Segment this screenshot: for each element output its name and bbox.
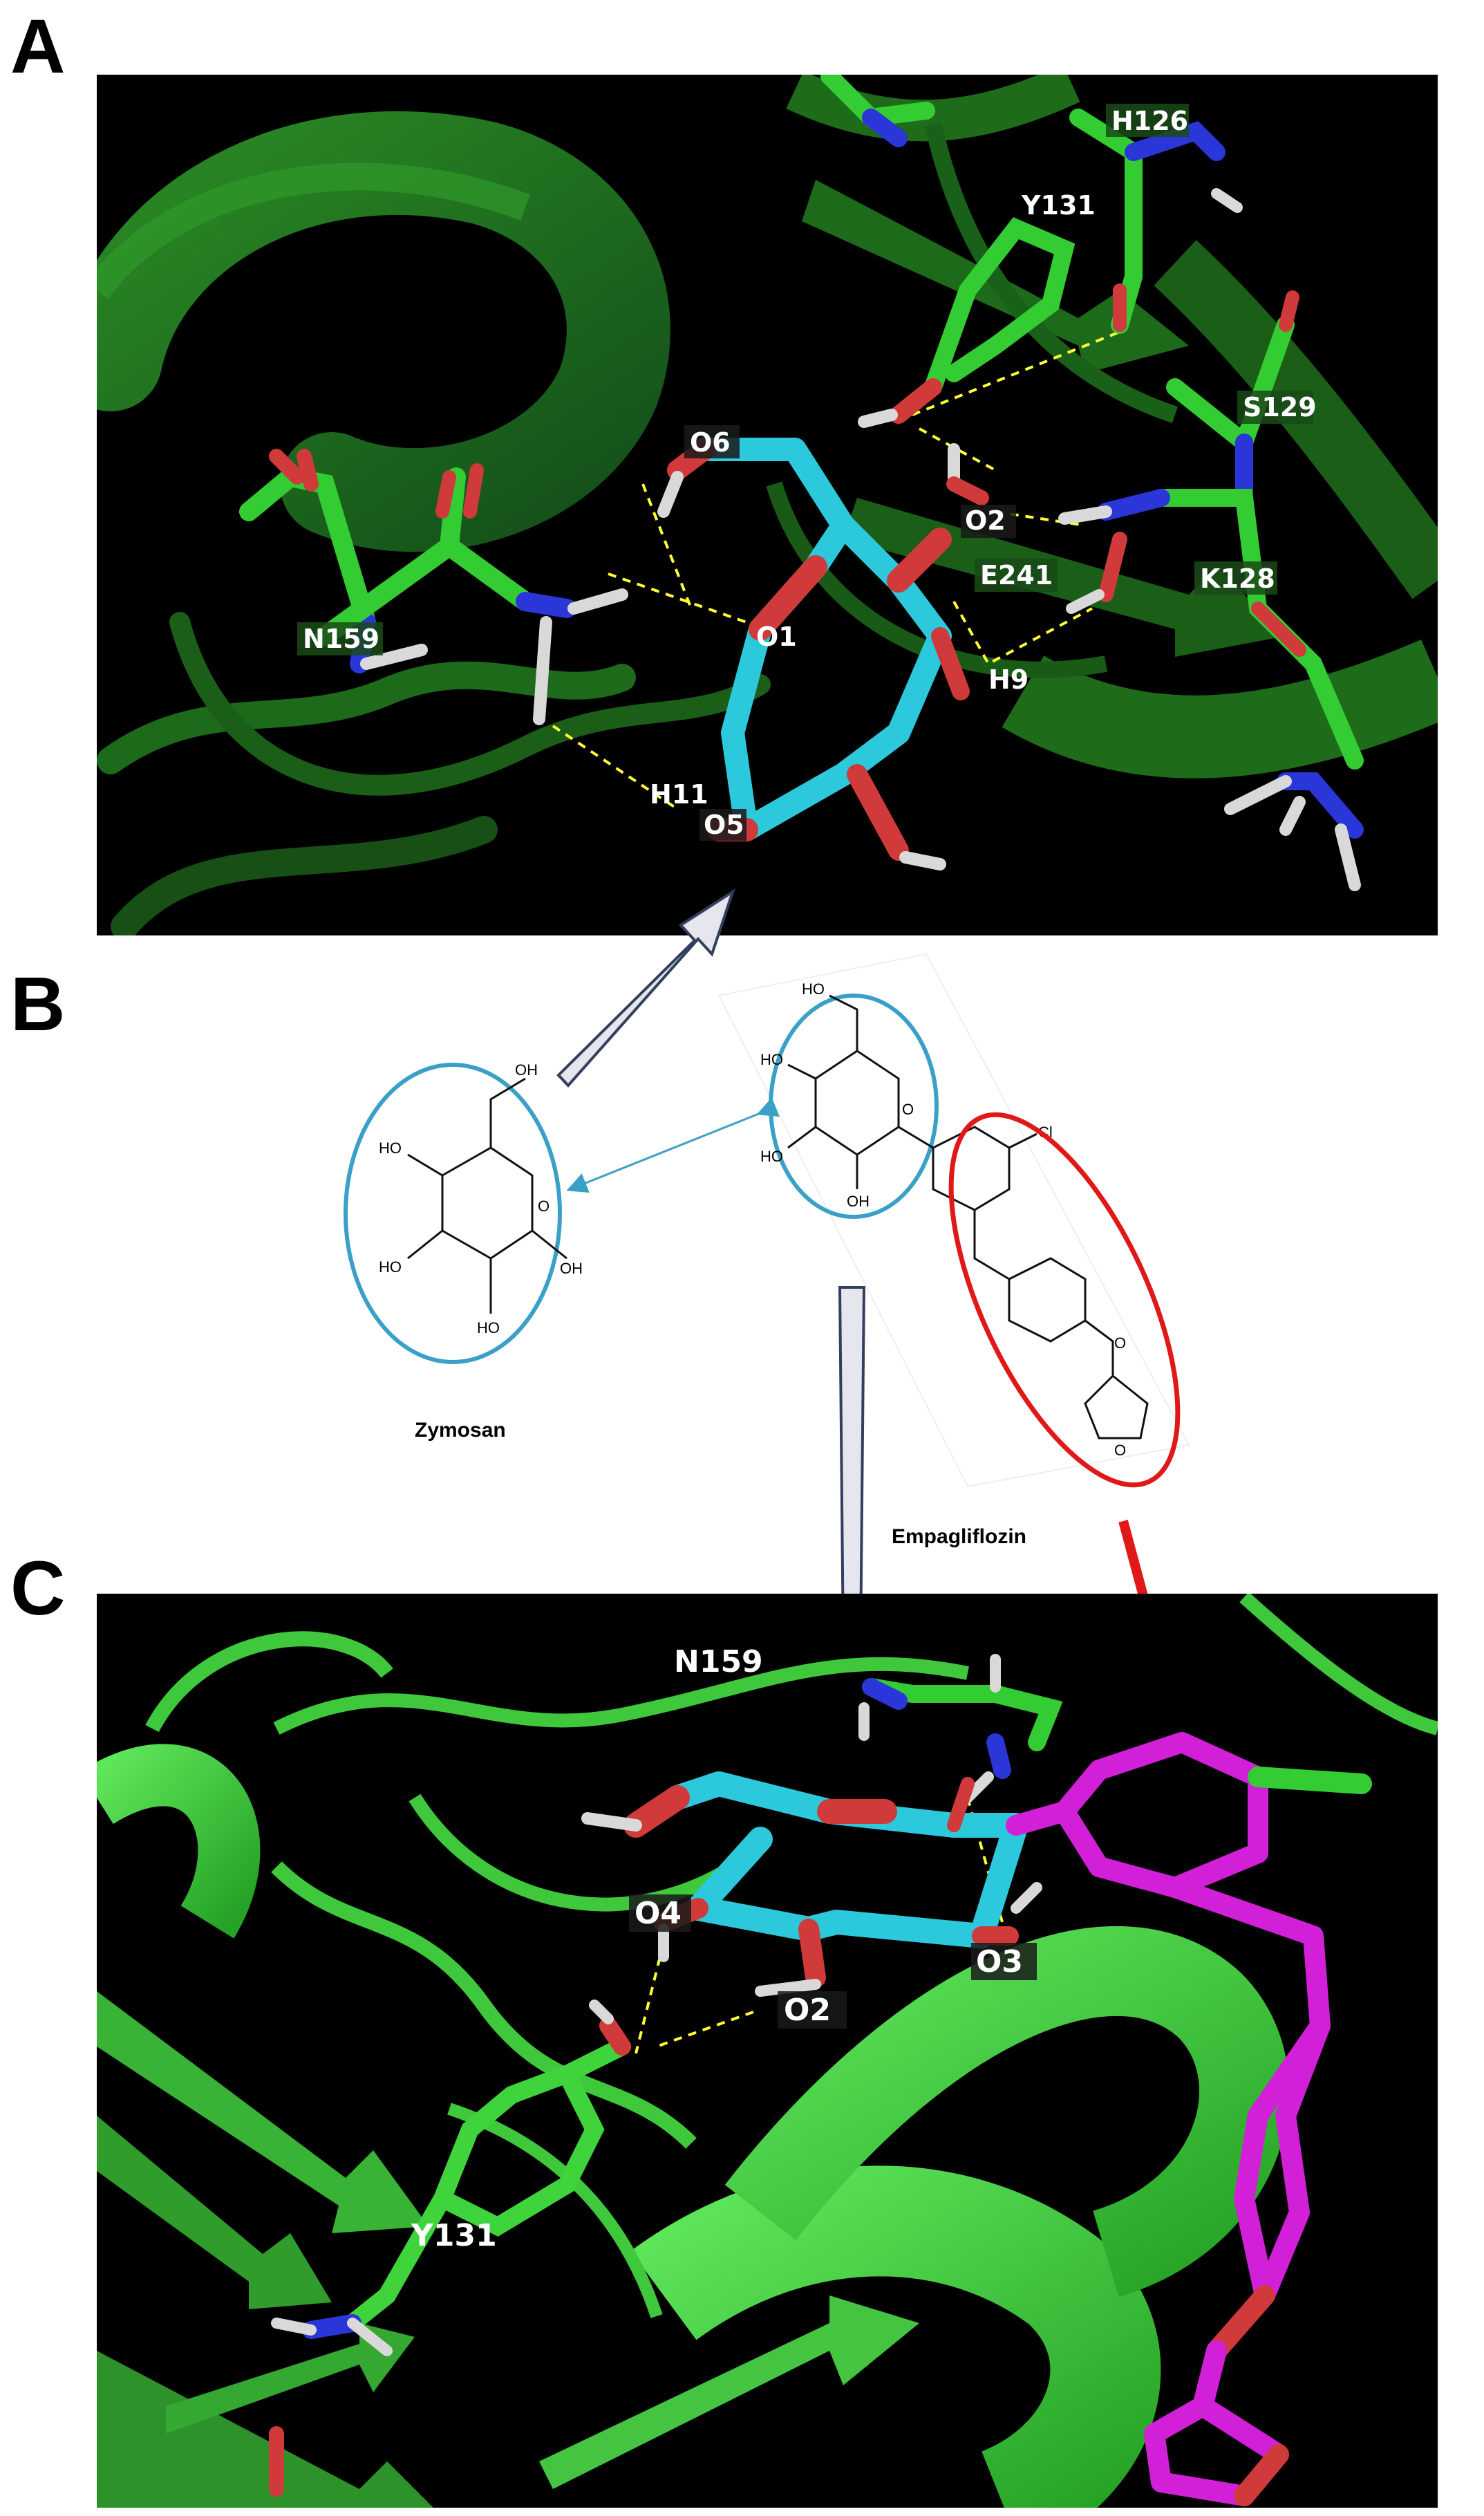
panel-a-protein-cartoon: H126 Y131 O6 S129 O2 E241 K128 N159 O1 H… <box>97 75 1438 935</box>
panel-b-letter: B <box>10 962 65 1047</box>
label-o3: O3 <box>976 1944 1023 1979</box>
panel-a-labels: H126 Y131 O6 S129 O2 E241 K128 N159 O1 H… <box>297 104 1317 841</box>
residue-y131-a <box>858 217 1076 505</box>
zymosan-structure <box>407 1077 567 1314</box>
zymosan-caption: Zymosan <box>415 1419 506 1442</box>
residue-n159-a <box>239 449 628 725</box>
aglycone-red-circle <box>948 1112 1181 1488</box>
empagliflozin-sugar-structure <box>787 994 934 1189</box>
label-o2-a: O2 <box>965 505 1006 536</box>
arrow-zymosan-to-a <box>556 888 735 1088</box>
empa-ho-2: HO <box>760 1051 783 1068</box>
zymosan-oh-4: OH <box>560 1260 583 1277</box>
empagliflozin-aglycone <box>932 1126 1149 1439</box>
label-n159-c: N159 <box>674 1644 763 1679</box>
empa-thf-o: O <box>1114 1442 1126 1459</box>
zymosan-ho-3: HO <box>477 1319 500 1336</box>
zymosan-ring-o: O <box>538 1198 550 1215</box>
zymosan-ho-1: HO <box>379 1139 402 1157</box>
label-o2-c: O2 <box>784 1993 831 2028</box>
label-h11: H11 <box>650 779 708 810</box>
label-s129: S129 <box>1243 392 1317 422</box>
zymosan-circle <box>344 1063 562 1364</box>
label-y131-c: Y131 <box>411 2218 497 2253</box>
panel-c-letter: C <box>10 1546 65 1631</box>
label-n159-a: N159 <box>303 624 379 654</box>
empagliflozin-caption: Empagliflozin <box>892 1525 1026 1548</box>
zymosan-oh-top: OH <box>515 1061 538 1079</box>
label-k128: K128 <box>1200 563 1275 594</box>
zymosan-ho-2: HO <box>379 1258 402 1276</box>
ligand-aglycone-c <box>1006 1732 1372 2506</box>
panel-a-hbonds <box>552 330 1120 810</box>
label-h126: H126 <box>1111 106 1188 136</box>
empa-ring-o: O <box>902 1101 914 1118</box>
label-y131-a: Y131 <box>1021 190 1096 221</box>
empa-ho-3: HO <box>760 1148 783 1165</box>
label-o4: O4 <box>635 1896 682 1931</box>
comparison-arrow <box>566 1097 780 1193</box>
label-o1: O1 <box>756 622 797 652</box>
residue-n159-c <box>858 1654 1063 1832</box>
label-h9: H9 <box>988 664 1029 695</box>
panel-a-letter: A <box>10 4 65 89</box>
panel-a: H126 Y131 O6 S129 O2 E241 K128 N159 O1 H… <box>97 75 1438 935</box>
empagliflozin-frame <box>717 953 1190 1488</box>
empa-oh-4: OH <box>847 1193 870 1210</box>
panel-c: N159 O4 O3 O2 Y131 <box>97 1594 1438 2508</box>
empa-ho-1: HO <box>802 980 825 998</box>
panel-b: OH HO HO HO OH O Zymosan HO HO HO OH O <box>344 888 1190 1694</box>
label-o6: O6 <box>690 427 731 458</box>
empa-ether-o: O <box>1114 1334 1126 1352</box>
label-o5: O5 <box>704 810 744 840</box>
empagliflozin-sugar-circle <box>769 994 939 1219</box>
label-e241: E241 <box>980 560 1053 590</box>
residue-y131-c <box>269 2000 631 2497</box>
panel-c-labels: N159 O4 O3 O2 Y131 <box>411 1644 1037 2253</box>
panel-c-protein-cartoon: N159 O4 O3 O2 Y131 <box>97 1594 1438 2508</box>
